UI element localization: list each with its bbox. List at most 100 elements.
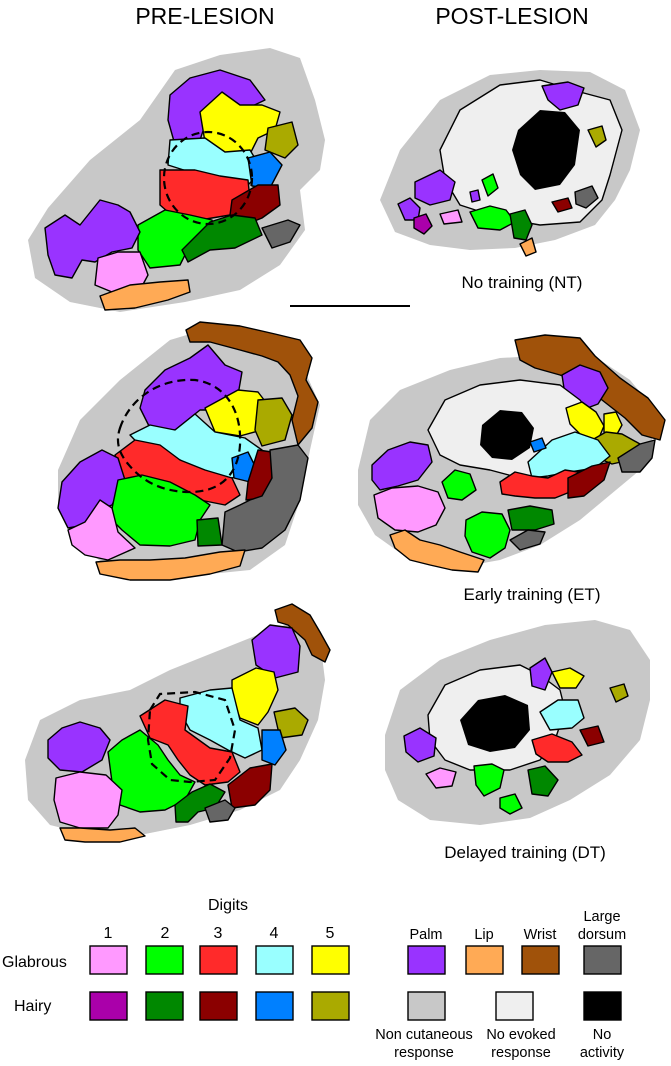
digit2-hairy-area	[196, 517, 223, 547]
lip-area	[389, 529, 485, 573]
digit5-glabrous-area	[551, 667, 585, 689]
legend-non-cutaneous-label: response	[394, 1045, 454, 1061]
digit5-glabrous-area	[603, 411, 623, 437]
digit3-hairy-area	[567, 461, 611, 499]
pre-lesion-map-et	[57, 321, 320, 581]
swatch-digit3-hairy	[199, 991, 238, 1021]
legend-palm-label: Palm	[409, 927, 442, 943]
digit2-glabrous-area	[499, 793, 523, 815]
swatch-digit5-glabrous	[311, 945, 350, 975]
pre-lesion-map-nt	[28, 48, 325, 312]
caption-delayed-training: Delayed training (DT)	[444, 843, 606, 862]
legend-no-evoked-label: No evoked	[486, 1027, 555, 1043]
digit1-glabrous-area	[425, 767, 457, 789]
digit3-hairy-area	[551, 197, 573, 213]
palm-area-lower	[47, 721, 111, 773]
palm-area-upper	[251, 624, 301, 679]
palm-area-lower	[57, 449, 126, 529]
lesion-outline	[162, 130, 254, 226]
lesion-outline	[146, 690, 237, 784]
legend-no-evoked-label: response	[491, 1045, 551, 1061]
swatch-lip	[465, 945, 504, 975]
pre-lesion-map-dt	[25, 603, 331, 843]
digit2-hairy-area	[507, 505, 555, 531]
digit1-hairy-area	[413, 213, 433, 235]
swatch-wrist	[521, 945, 560, 975]
legend-digit-number: 4	[270, 925, 279, 942]
digit2-glabrous-area	[441, 469, 477, 501]
legend-digit-number: 3	[214, 925, 223, 942]
swatch-digit2-hairy	[145, 991, 184, 1021]
large-dorsum-area	[261, 219, 301, 249]
swatch-large-dorsum	[583, 945, 622, 975]
swatch-digit1-hairy	[89, 991, 128, 1021]
lip-area	[95, 549, 246, 581]
swatch-palm	[407, 945, 446, 975]
post-lesion-map-et	[358, 334, 666, 573]
caption-no-training: No training (NT)	[462, 273, 583, 292]
legend-digits-title: Digits	[208, 897, 248, 914]
digit2-hairy-area	[509, 209, 533, 241]
digit1-glabrous-area	[67, 499, 136, 561]
digit2-glabrous-area	[481, 173, 499, 197]
legend: Digits 1 2 3 4 5 Glabrous Hairy Palm Lip…	[2, 897, 626, 1061]
lip-area	[519, 237, 537, 257]
post-lesion-map-nt	[380, 70, 640, 257]
large-dorsum-area	[204, 799, 236, 823]
legend-lip-label: Lip	[474, 927, 493, 943]
legend-no-activity-label: activity	[580, 1045, 625, 1061]
digit4-hairy-area	[261, 729, 287, 766]
large-dorsum-area	[617, 439, 656, 473]
legend-digit-number: 5	[326, 925, 335, 942]
palm-area	[414, 169, 456, 206]
digit5-hairy-area	[254, 397, 293, 447]
post-lesion-header: POST-LESION	[435, 3, 588, 29]
legend-non-cutaneous-label: Non cutaneous	[375, 1027, 473, 1043]
legend-wrist-label: Wrist	[524, 927, 557, 943]
pre-lesion-header: PRE-LESION	[135, 3, 274, 29]
palm-area	[403, 727, 437, 763]
digit4-glabrous-area	[539, 699, 585, 731]
swatch-digit4-glabrous	[255, 945, 294, 975]
swatch-digit5-hairy	[311, 991, 350, 1021]
legend-large-dorsum-label: Large	[583, 909, 620, 925]
digit2-glabrous-area	[473, 763, 505, 797]
no-activity-area	[512, 110, 580, 190]
legend-row-hairy: Hairy	[14, 998, 51, 1015]
swatch-digit2-glabrous	[145, 945, 184, 975]
lip-area	[99, 279, 191, 311]
legend-large-dorsum-label: dorsum	[578, 927, 626, 943]
swatch-digit3-glabrous	[199, 945, 238, 975]
large-dorsum-area	[574, 185, 599, 209]
palm-area	[541, 81, 585, 111]
palm-area	[397, 197, 421, 221]
legend-row-glabrous: Glabrous	[2, 954, 67, 971]
digit3-glabrous-area	[139, 699, 241, 786]
digit4-glabrous-area	[179, 687, 263, 759]
swatch-digit4-hairy	[255, 991, 294, 1021]
digit2-glabrous-area	[464, 511, 511, 559]
digit2-hairy-area	[527, 765, 559, 797]
swatch-non-cutaneous	[407, 991, 446, 1021]
large-dorsum-area	[221, 444, 309, 553]
palm-area-lower	[371, 441, 433, 491]
digit5-hairy-area	[264, 121, 299, 159]
palm-area-lower	[44, 199, 141, 279]
wrist-area	[274, 603, 331, 663]
legend-digit-number: 2	[161, 925, 170, 942]
digit1-glabrous-area	[94, 251, 149, 293]
digit3-glabrous-area	[531, 733, 583, 763]
swatch-digit1-glabrous	[89, 945, 128, 975]
no-activity-area	[460, 695, 530, 752]
swatch-no-activity	[583, 991, 622, 1021]
digit1-glabrous-area	[53, 771, 123, 829]
caption-early-training: Early training (ET)	[464, 585, 601, 604]
no-activity-area	[480, 410, 534, 460]
digit5-hairy-area	[609, 683, 629, 703]
legend-no-activity-label: No	[593, 1027, 612, 1043]
digit3-hairy-area	[579, 725, 605, 747]
digit5-glabrous-area	[565, 401, 605, 441]
palm-area	[529, 657, 553, 691]
lip-area	[59, 827, 146, 843]
